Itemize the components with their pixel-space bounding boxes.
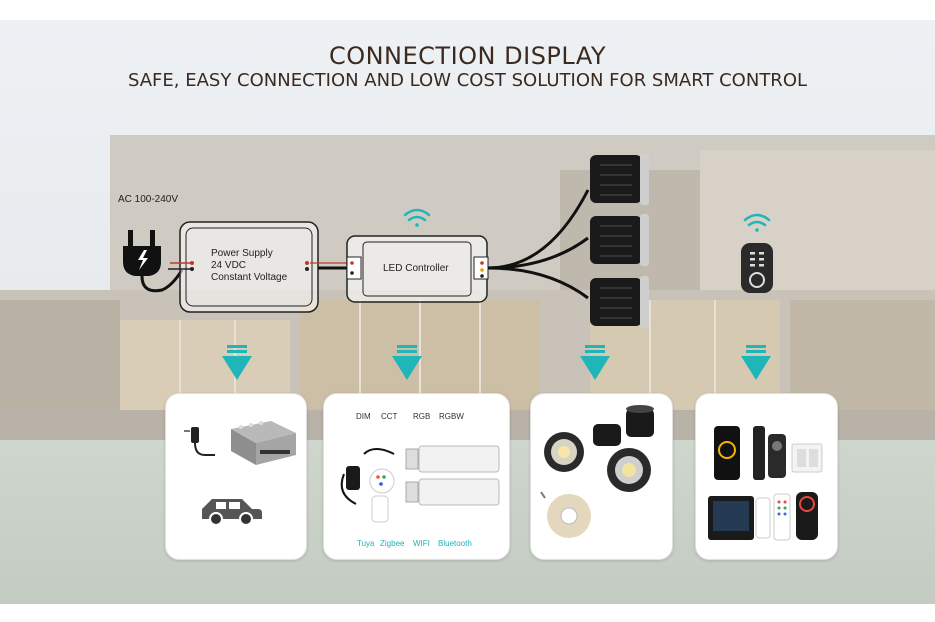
inline-controller	[340, 448, 395, 523]
page-subtitle: SAFE, EASY CONNECTION AND LOW COST SOLUT…	[127, 70, 808, 91]
touch-panel-icon	[708, 496, 754, 540]
wifi-icon	[403, 208, 431, 227]
controller-module	[405, 445, 500, 506]
power-supply-line-2: 24 VDC	[211, 260, 247, 271]
downlight	[544, 432, 584, 472]
card-lights	[530, 393, 673, 560]
controller-products	[340, 445, 500, 523]
remote-icon	[741, 243, 773, 293]
led-controller-box	[346, 235, 489, 303]
power-supply-line-1: Power Supply	[211, 248, 273, 259]
protocol-tuya: Tuya	[357, 539, 375, 548]
downlight	[590, 276, 649, 328]
light-products	[540, 405, 654, 538]
ac-voltage-label: AC 100-240V	[118, 194, 179, 205]
card-controllers: DIM CCT RGB RGBW Tuya Zigbee WIFI Blueto…	[323, 393, 510, 560]
adapter-icon	[184, 427, 215, 456]
wifi-icon	[743, 213, 771, 232]
led-controller-label: LED Controller	[383, 263, 449, 274]
downlight	[607, 448, 651, 492]
protocol-wifi: WIFI	[413, 539, 430, 548]
protocol-zigbee: Zigbee	[380, 539, 405, 548]
arrow-down-icon	[222, 345, 252, 380]
remote-icon	[755, 492, 818, 541]
type-cct: CCT	[381, 412, 398, 421]
phone-icon	[714, 426, 740, 480]
downlight	[626, 405, 654, 437]
arrow-down-icon	[741, 345, 771, 380]
power-supply-line-3: Constant Voltage	[211, 272, 288, 283]
protocol-bluetooth: Bluetooth	[438, 539, 472, 548]
downlight	[593, 424, 621, 446]
card-power-supply	[165, 393, 307, 560]
downlight	[590, 214, 649, 266]
led-strip-reel	[540, 491, 591, 538]
card-controls	[695, 393, 838, 560]
arrow-down-icon	[580, 345, 610, 380]
control-products	[708, 426, 823, 541]
downlight	[590, 153, 649, 205]
wall-switch-icon	[791, 443, 823, 473]
car-icon	[202, 499, 262, 526]
power-supply-products	[184, 421, 296, 526]
type-rgbw: RGBW	[439, 412, 464, 421]
remote-icon	[753, 426, 786, 480]
page-title: CONNECTION DISPLAY	[328, 42, 607, 70]
psu-box-icon	[231, 421, 296, 465]
arrow-down-icon	[392, 345, 422, 380]
plug-icon	[123, 230, 184, 293]
type-rgb: RGB	[413, 412, 431, 421]
type-dim: DIM	[356, 412, 371, 421]
